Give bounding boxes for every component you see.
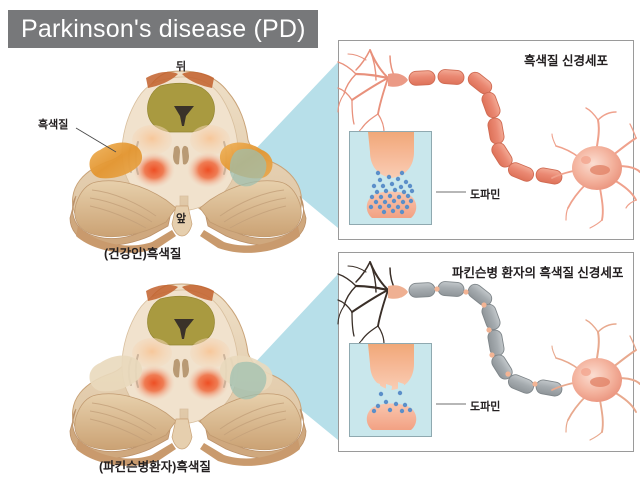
parkinson-brain-group bbox=[69, 283, 307, 466]
dopamine-label-healthy: 도파민 bbox=[470, 189, 501, 201]
healthy-neuron-group bbox=[337, 49, 640, 229]
substantia-nigra-callout-label: 흑색질 bbox=[38, 119, 69, 131]
orientation-label-posterior: 뒤 bbox=[176, 61, 187, 73]
red-nucleus-left bbox=[133, 152, 175, 188]
panel-healthy-neuron-title: 흑색질 신경세포 bbox=[524, 54, 608, 68]
synapse-healthy-group bbox=[366, 132, 466, 218]
healthy-brain-group bbox=[69, 70, 307, 253]
caption-healthy: (건강인)흑색질 bbox=[104, 247, 182, 261]
synapse-parkinson-group bbox=[366, 344, 466, 430]
myelin-segments bbox=[408, 69, 563, 185]
page-title: Parkinson's disease (PD) bbox=[21, 14, 306, 43]
dopamine-particles-parkinson bbox=[371, 390, 413, 414]
red-nucleus-right-pd bbox=[187, 365, 229, 401]
red-nucleus-right bbox=[187, 152, 229, 188]
nodes-of-ranvier bbox=[434, 286, 538, 387]
red-nucleus-left-pd bbox=[133, 365, 175, 401]
dopamine-particles-healthy bbox=[368, 170, 415, 215]
dopamine-label-parkinson: 도파민 bbox=[470, 401, 501, 413]
myelin-segments-pd bbox=[408, 281, 563, 397]
panel-parkinson-neuron-title: 파킨슨병 환자의 흑색질 신경세포 bbox=[452, 266, 624, 280]
substantia-nigra-left-healthy bbox=[89, 142, 143, 179]
title-banner: Parkinson's disease (PD) bbox=[8, 10, 318, 48]
parkinson-neuron-group bbox=[337, 261, 640, 441]
orientation-label-anterior: 앞 bbox=[176, 213, 187, 225]
substantia-nigra-left-depigmented bbox=[89, 355, 143, 392]
caption-parkinson: (파킨슨병환자)흑색질 bbox=[99, 460, 211, 474]
